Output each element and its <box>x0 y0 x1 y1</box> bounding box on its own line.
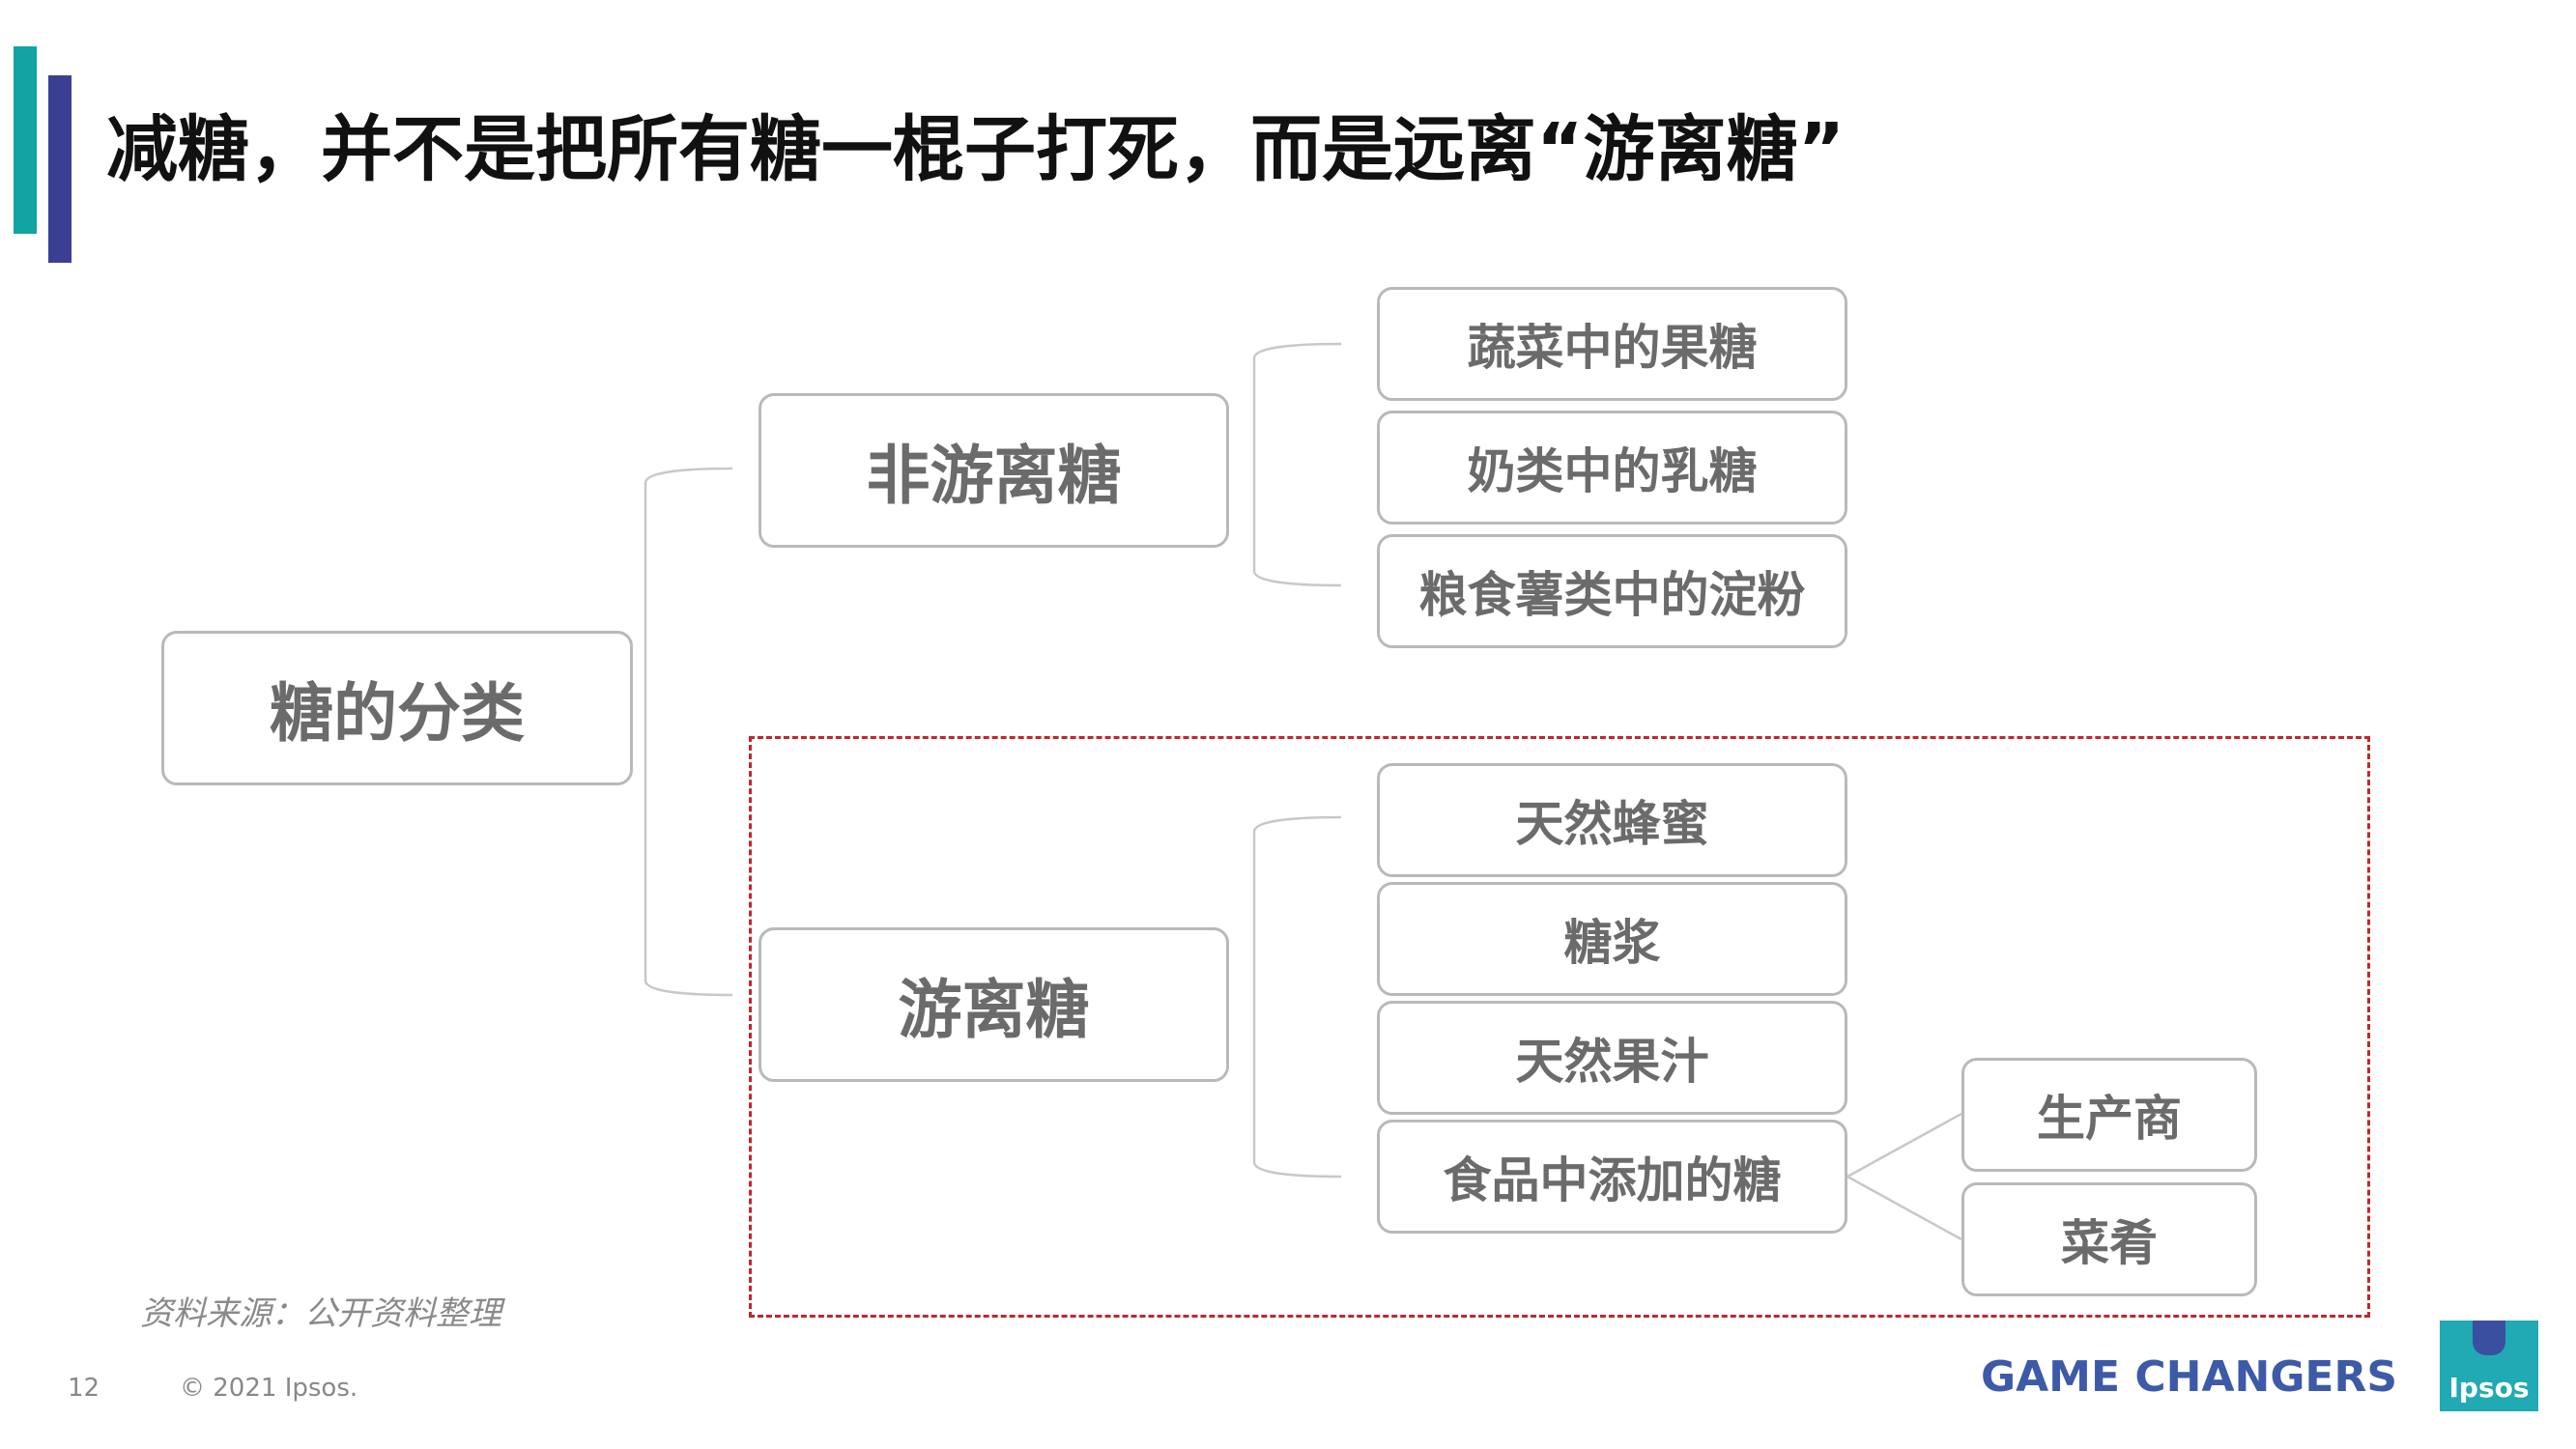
page-title: 减糖，并不是把所有糖一棍子打死，而是远离“游离糖” <box>106 108 1846 191</box>
game-changers-tagline: GAME CHANGERS <box>1981 1352 2398 1402</box>
root-node: 糖的分类 <box>161 631 633 785</box>
added-sugar-link-producer <box>1846 1112 1962 1179</box>
page-number: 12 <box>68 1374 100 1403</box>
ipsos-logo-figure-icon <box>2473 1321 2505 1355</box>
free-bracket <box>1252 815 1342 1179</box>
ipsos-logo-text: Ipsos <box>2448 1372 2530 1404</box>
free-sugar-item: 天然蜂蜜 <box>1377 763 1847 877</box>
non-free-item: 蔬菜中的果糖 <box>1377 287 1847 401</box>
title-accent-bar-teal <box>14 46 37 234</box>
non-free-bracket <box>1252 342 1342 587</box>
copyright: © 2021 Ipsos. <box>180 1374 358 1403</box>
free-sugar-node: 游离糖 <box>758 927 1229 1082</box>
added-sugar-link-dishes <box>1846 1175 1962 1241</box>
free-sugar-item: 食品中添加的糖 <box>1377 1120 1847 1234</box>
source-note: 资料来源：公开资料整理 <box>140 1294 501 1333</box>
title-accent-bar-navy <box>48 75 72 263</box>
non-free-sugar-node: 非游离糖 <box>758 393 1229 548</box>
free-sugar-item: 天然果汁 <box>1377 1001 1847 1115</box>
non-free-item: 粮食薯类中的淀粉 <box>1377 534 1847 648</box>
free-sugar-highlight-frame <box>749 736 2370 1318</box>
added-sugar-source: 生产商 <box>1961 1058 2257 1172</box>
added-sugar-source: 菜肴 <box>1961 1182 2257 1296</box>
non-free-item: 奶类中的乳糖 <box>1377 411 1847 525</box>
free-sugar-item: 糖浆 <box>1377 882 1847 996</box>
ipsos-logo: Ipsos <box>2440 1321 2538 1411</box>
root-bracket <box>644 467 733 997</box>
